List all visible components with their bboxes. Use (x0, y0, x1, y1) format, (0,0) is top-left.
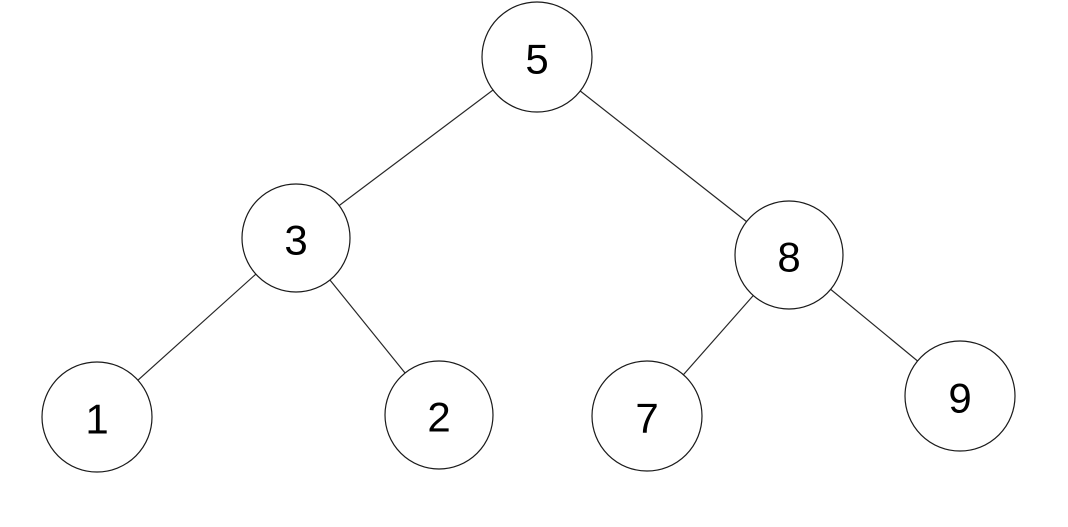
tree-node-2: 2 (384, 360, 494, 470)
node-circle (384, 360, 494, 470)
tree-node-1: 1 (41, 361, 153, 473)
node-circle (734, 200, 844, 310)
tree-node-3: 3 (241, 183, 351, 293)
tree-node-8: 8 (734, 200, 844, 310)
node-label: 2 (427, 394, 450, 441)
tree-node-7: 7 (591, 360, 703, 472)
node-label: 5 (525, 36, 548, 83)
node-circle (241, 183, 351, 293)
tree-node-9: 9 (904, 340, 1016, 452)
node-circle (904, 340, 1016, 452)
node-label: 7 (635, 395, 658, 442)
node-label: 8 (777, 234, 800, 281)
node-label: 3 (284, 217, 307, 264)
node-label: 9 (948, 375, 971, 422)
node-circle (481, 1, 593, 113)
tree-node-5: 5 (481, 1, 593, 113)
node-circle (41, 361, 153, 473)
node-label: 1 (85, 396, 108, 443)
node-circle (591, 360, 703, 472)
